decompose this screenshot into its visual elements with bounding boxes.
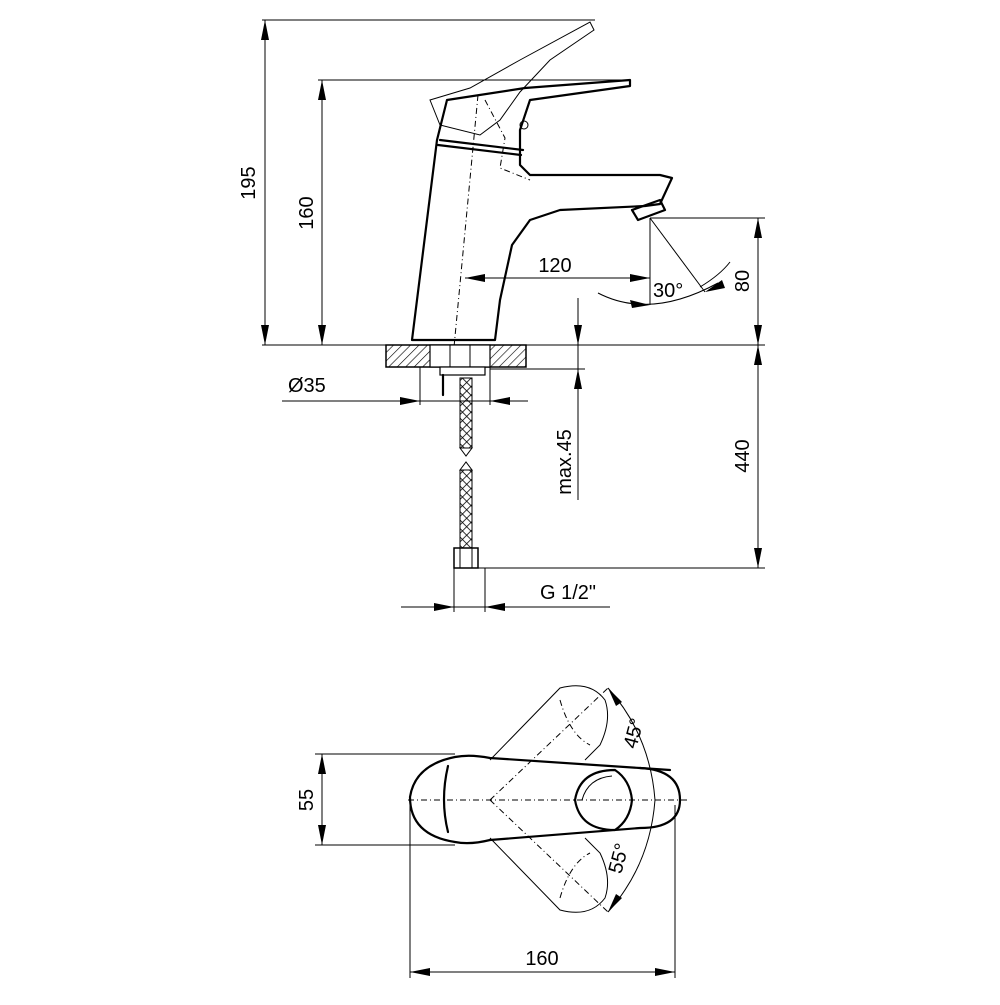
lever-cutout-inner	[581, 775, 613, 801]
dim-total-length-label: 160	[525, 948, 558, 970]
dim-total-height-label: 195	[238, 166, 260, 199]
hose-lower	[459, 469, 473, 549]
dim-hose-length: 440	[478, 345, 765, 569]
dim-aerator-height: 80	[650, 217, 765, 345]
top-body	[408, 754, 682, 845]
lever-angle-left-label: 55°	[605, 841, 634, 876]
body-seam-2	[436, 143, 523, 157]
aerator	[630, 198, 667, 222]
lever-pin	[519, 120, 529, 130]
angle-line-down	[489, 799, 609, 913]
dim-max-thickness: max.45	[490, 298, 585, 500]
dim-connection: G 1/2"	[401, 568, 610, 612]
dim-spout-tilt: 30°	[597, 217, 731, 308]
hose-break-top	[459, 447, 473, 457]
top-body-ridge	[442, 764, 450, 834]
mounting-nut	[429, 344, 491, 368]
faucet-body	[410, 78, 674, 342]
body-seam	[438, 138, 525, 152]
dim-max-thickness-label: max.45	[554, 429, 576, 495]
lever-ghost-down-hidden	[559, 852, 591, 899]
dim-body-width: 55	[296, 753, 455, 846]
dim-spout-height-label: 160	[296, 196, 318, 229]
washer	[439, 366, 486, 376]
lever-ghost-down	[489, 837, 609, 913]
centre-line	[451, 94, 479, 369]
spout-top-edge	[638, 766, 672, 772]
hose-upper	[459, 377, 473, 449]
lever-angle-right-label: 45°	[620, 716, 649, 751]
raised-lever-outline	[429, 21, 595, 136]
angle-line-up	[489, 687, 609, 801]
dim-spout-tilt-label: 30°	[653, 280, 683, 302]
top-view: 45° 55° 55 160	[296, 685, 690, 978]
dim-total-height: 195	[238, 19, 595, 345]
dim-hole-diameter: Ø35	[282, 367, 528, 405]
hose-nut	[453, 547, 479, 569]
hose-break-bottom	[459, 461, 473, 471]
dim-reach: 120	[465, 255, 650, 282]
dim-body-width-label: 55	[296, 789, 318, 811]
lever-ghost-up	[489, 685, 609, 761]
dim-reach-label: 120	[538, 255, 571, 277]
dim-connection-label: G 1/2"	[540, 582, 596, 604]
lever-ghost-up-hidden	[559, 699, 591, 746]
dim-aerator-height-label: 80	[732, 270, 754, 292]
dim-hole-diameter-label: Ø35	[288, 375, 326, 397]
dim-total-length: 160	[409, 800, 676, 978]
side-view: 195 160 120 30°	[238, 19, 765, 612]
dim-hose-length-label: 440	[732, 439, 754, 472]
dim-spout-height: 160	[296, 79, 628, 345]
